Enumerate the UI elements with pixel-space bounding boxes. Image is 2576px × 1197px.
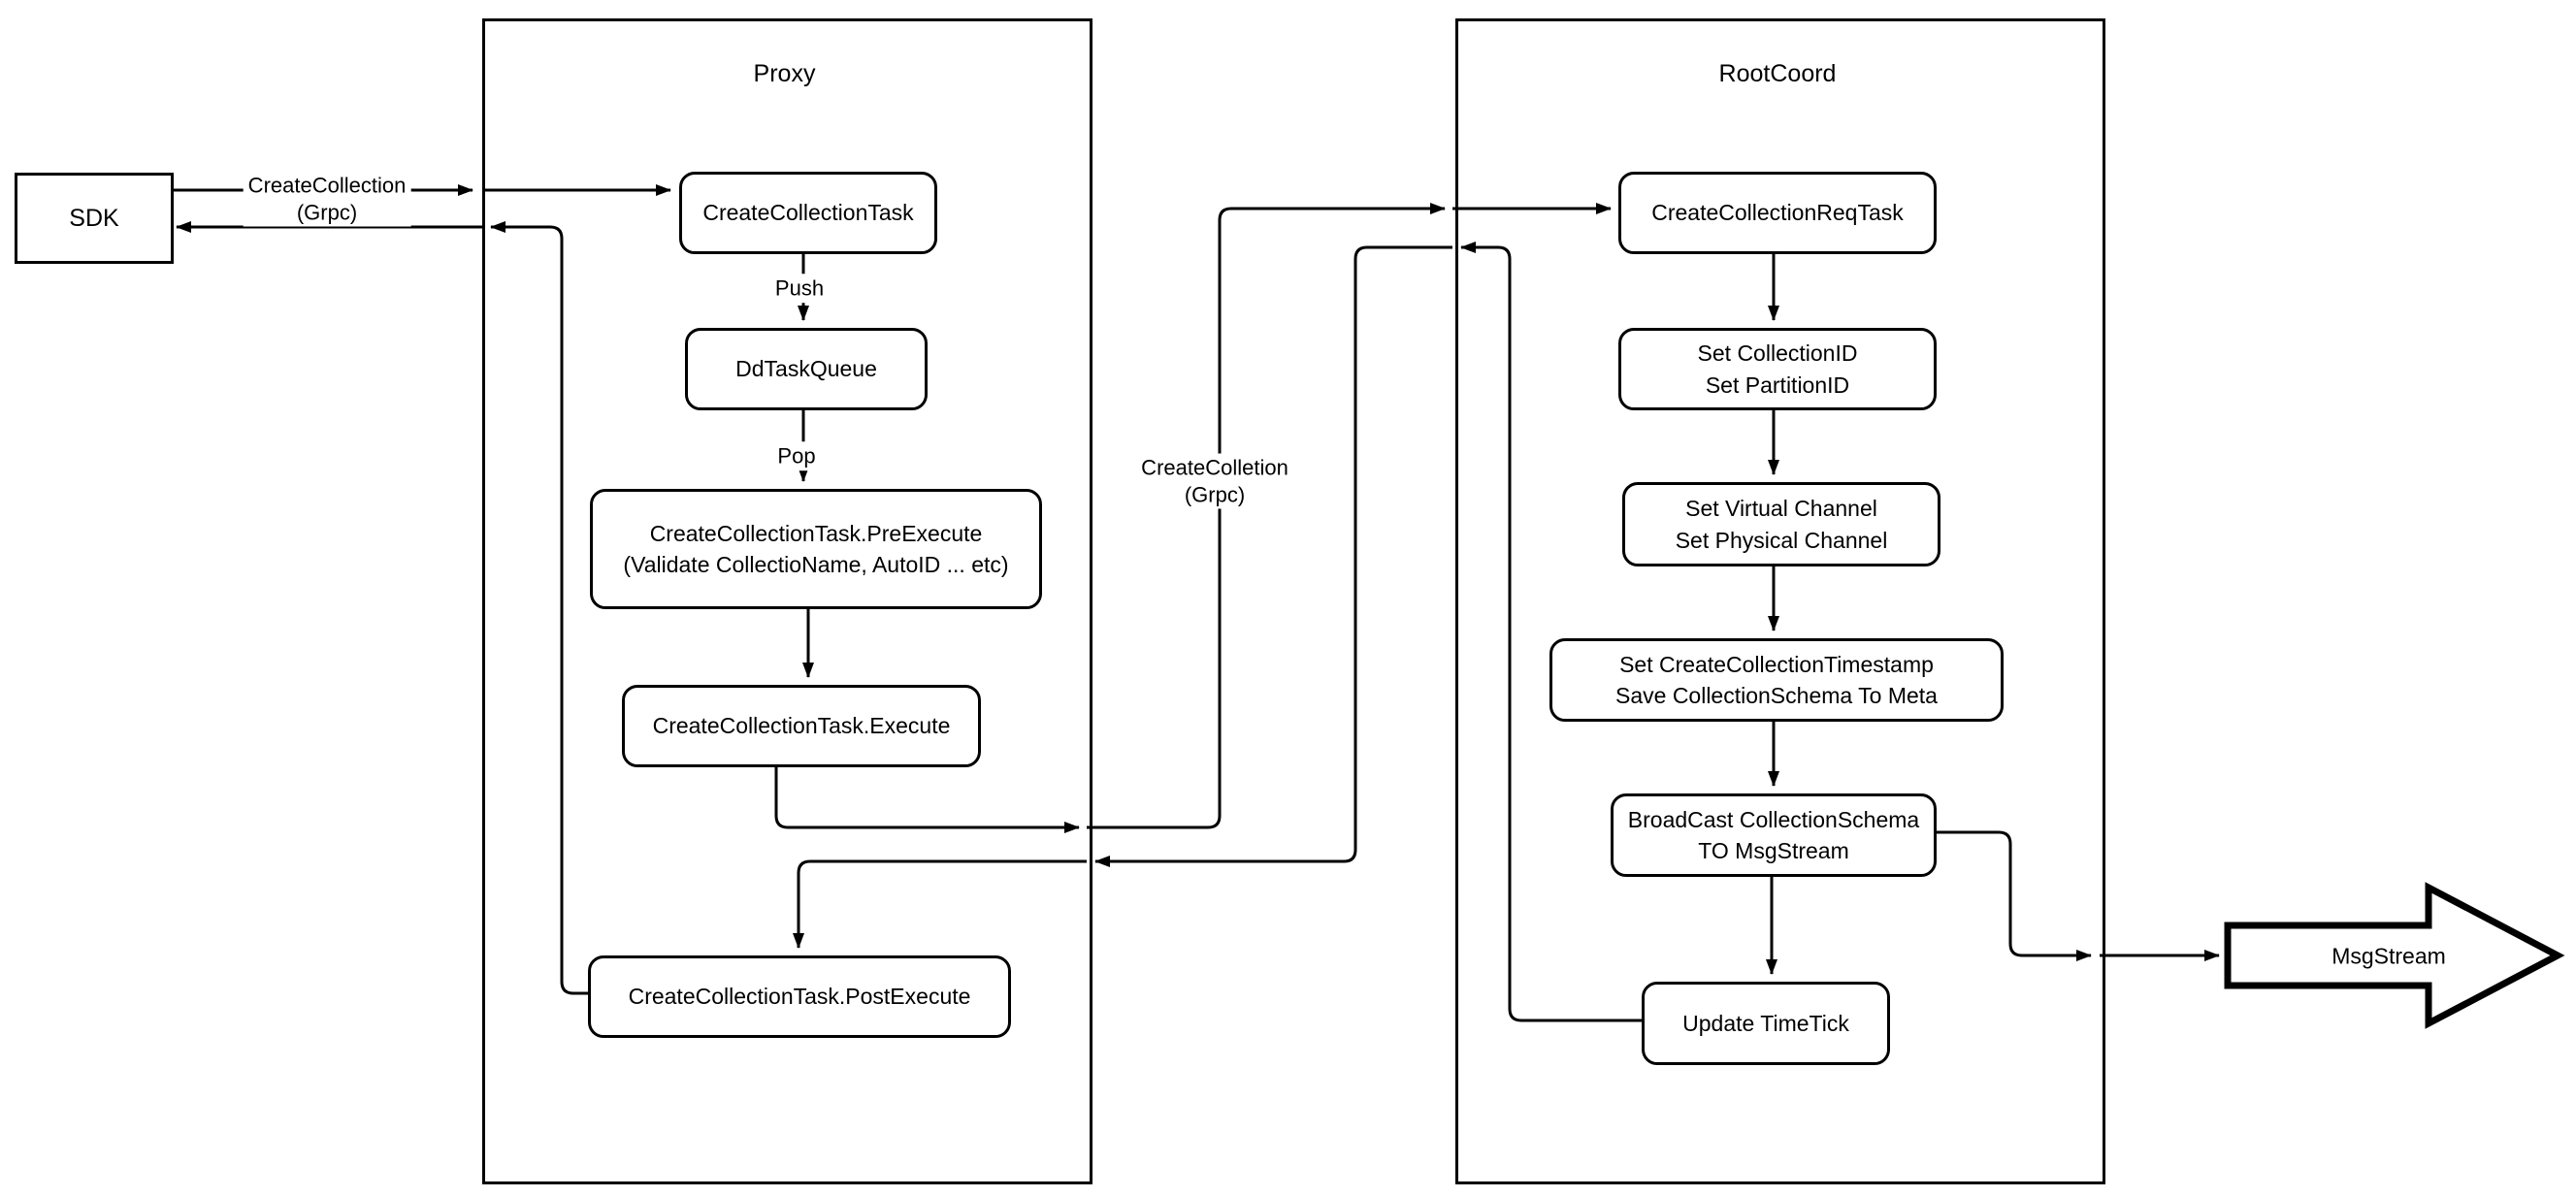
edge-label-pop: Pop <box>772 441 821 470</box>
msgstream-label: MsgStream <box>2331 943 2446 969</box>
node-set-collection-partition-id: Set CollectionID Set PartitionID <box>1618 328 1937 410</box>
node-post-execute: CreateCollectionTask.PostExecute <box>588 955 1011 1038</box>
node-set-timestamp-save-schema: Set CreateCollectionTimestamp Save Colle… <box>1549 638 2004 722</box>
node-set-virtual-physical-channel: Set Virtual Channel Set Physical Channel <box>1622 482 1940 566</box>
sdk-node: SDK <box>15 173 174 264</box>
edge-label-push: Push <box>769 274 830 303</box>
edge-label-create-colletion-grpc: CreateColletion (Grpc) <box>1136 453 1293 509</box>
node-broadcast-collection-schema: BroadCast CollectionSchema TO MsgStream <box>1611 793 1937 877</box>
node-create-collection-task: CreateCollectionTask <box>679 172 937 254</box>
node-create-collection-req-task: CreateCollectionReqTask <box>1618 172 1937 254</box>
rootcoord-container <box>1455 18 2105 1184</box>
node-update-timetick: Update TimeTick <box>1642 982 1890 1065</box>
rootcoord-title: RootCoord <box>1718 60 1837 87</box>
node-pre-execute: CreateCollectionTask.PreExecute (Validat… <box>590 489 1042 609</box>
edge-label-create-collection-grpc: CreateCollection (Grpc) <box>243 171 411 227</box>
node-dd-task-queue: DdTaskQueue <box>685 328 928 410</box>
node-execute: CreateCollectionTask.Execute <box>622 685 981 767</box>
proxy-title: Proxy <box>753 60 816 87</box>
